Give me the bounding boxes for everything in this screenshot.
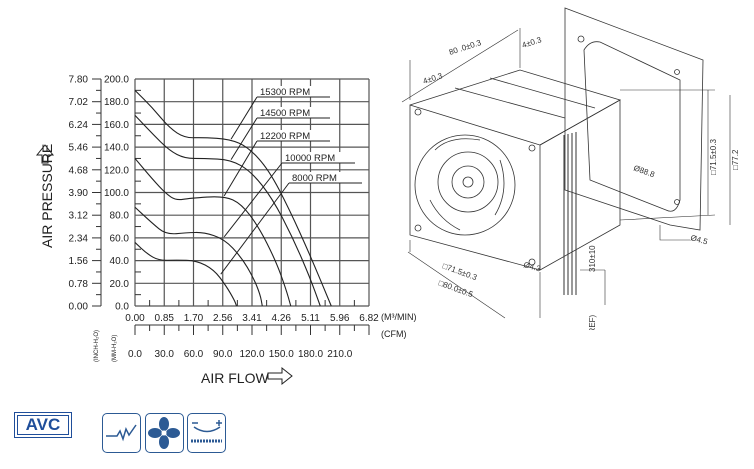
- inch-tick-label: 4.68: [69, 165, 89, 176]
- pwm-control-icon: [187, 413, 226, 453]
- frame-size-dimension: □80.0±0.5: [437, 278, 474, 299]
- avc-logo-text: AVC: [17, 415, 69, 435]
- curve-14500-rpm: [134, 114, 321, 307]
- inch-tick-label: 6.24: [69, 120, 89, 131]
- cfm-tick-label: 210.0: [327, 349, 352, 360]
- rpm-label-bg: [258, 107, 330, 118]
- dimension-lines: [401, 28, 731, 319]
- rpm-leader-line: [223, 140, 258, 197]
- hole-pitch-dimension: □71.5±0.3: [441, 261, 478, 282]
- cfm-tick-label: 120.0: [239, 349, 264, 360]
- x-tick-label: 6.82: [359, 313, 379, 324]
- y-unit-mm: (MM-H₂O): [112, 335, 118, 362]
- avc-logo: AVC: [14, 412, 72, 438]
- fan-body-drawing: [409, 69, 622, 295]
- curve-12200-rpm: [134, 158, 292, 307]
- fan-icon: [145, 413, 184, 453]
- rpm-label-bg: [258, 86, 330, 97]
- x-unit-m3: (M³/MIN): [381, 312, 417, 322]
- cfm-tick-label: 30.0: [155, 349, 175, 360]
- lead-strip-dimension: 10(REF): [588, 314, 597, 330]
- y-tick-label: 40.0: [110, 256, 130, 267]
- guard-hole-dimension: Ø4.5: [689, 233, 709, 246]
- y-tick-label: 120.0: [104, 165, 129, 176]
- inch-tick-label: 0.78: [69, 279, 89, 290]
- rpm-leader-line: [230, 96, 258, 140]
- inch-tick-label: 1.56: [69, 256, 89, 267]
- inch-tick-label: 5.46: [69, 143, 89, 154]
- cfm-tick-label: 180.0: [298, 349, 323, 360]
- speed-curve-icon: [102, 413, 141, 453]
- inch-tick-label: 7.80: [69, 75, 89, 86]
- y-tick-label: 200.0: [104, 75, 129, 86]
- x-tick-label: 1.70: [184, 313, 204, 324]
- finger-guard-drawing: [564, 7, 704, 231]
- y-tick-label: 20.0: [110, 279, 130, 290]
- flange-left-dimension: 4±0.3: [422, 71, 444, 86]
- x-tick-label: 5.11: [301, 313, 320, 324]
- rpm-label: 15300 RPM: [260, 87, 310, 98]
- inch-tick-label: 3.90: [69, 188, 89, 199]
- rpm-label: 12200 RPM: [260, 131, 310, 142]
- guard-pitch-dimension: □71.5±0.3: [709, 139, 718, 175]
- x-tick-label: 0.85: [155, 313, 175, 324]
- x-tick-label: 2.56: [213, 313, 233, 324]
- y-tick-label: 0.0: [115, 302, 129, 313]
- x-tick-label: 4.26: [272, 313, 292, 324]
- x-tick-label: 3.41: [242, 313, 262, 324]
- fan-dimension-drawing: 80 .0±0.3 4±0.3 4±0.3 □71.5±0.3 □80.0±0.…: [401, 7, 740, 330]
- flange-right-dimension: 4±0.3: [521, 35, 543, 50]
- rpm-label-bg: [283, 152, 355, 163]
- x-tick-label: 0.00: [125, 313, 145, 324]
- cfm-tick-label: 150.0: [269, 349, 294, 360]
- cfm-tick-label: 60.0: [184, 349, 204, 360]
- guard-size-dimension: □77.2: [731, 149, 740, 170]
- rpm-label: 8000 RPM: [292, 173, 337, 184]
- rpm-label: 10000 RPM: [285, 153, 335, 164]
- x-unit-cfm: (CFM): [381, 329, 407, 339]
- hole-diameter-dimension: Ø4.3: [522, 260, 542, 273]
- curve-15300-rpm: [134, 89, 332, 307]
- lead-length-dimension: 310±10: [588, 245, 597, 272]
- inch-tick-label: 0.00: [69, 302, 89, 313]
- y-axis-arrow-icon: [35, 144, 55, 164]
- curve-8000-rpm: [134, 242, 238, 307]
- rpm-label: 14500 RPM: [260, 108, 310, 119]
- curve-10000-rpm: [134, 206, 263, 307]
- cfm-tick-label: 90.0: [213, 349, 233, 360]
- y-tick-label: 80.0: [110, 211, 130, 222]
- inch-tick-label: 3.12: [69, 211, 89, 222]
- rpm-label-bg: [258, 130, 330, 141]
- rpm-leader-line: [220, 182, 290, 275]
- y-tick-label: 60.0: [110, 233, 130, 244]
- rpm-label-bg: [290, 172, 362, 183]
- y-unit-inch: (INCH-H₂O): [94, 330, 100, 362]
- y-tick-label: 140.0: [104, 143, 129, 154]
- rpm-leader-line: [223, 162, 283, 238]
- width-dimension: 80 .0±0.3: [448, 38, 483, 57]
- cfm-tick-label: 0.0: [128, 349, 142, 360]
- x-axis-title: AIR FLOW: [201, 370, 269, 386]
- inch-tick-label: 7.02: [69, 97, 89, 108]
- x-tick-label: 5.96: [330, 313, 350, 324]
- y-axis-title: AIR PRESSURE: [39, 144, 55, 248]
- inch-tick-label: 2.34: [69, 233, 89, 244]
- y-tick-label: 180.0: [104, 97, 129, 108]
- y-tick-label: 100.0: [104, 188, 129, 199]
- y-tick-label: 160.0: [104, 120, 129, 131]
- x-axis-arrow-icon: [267, 366, 293, 386]
- rpm-leader-line: [230, 117, 258, 160]
